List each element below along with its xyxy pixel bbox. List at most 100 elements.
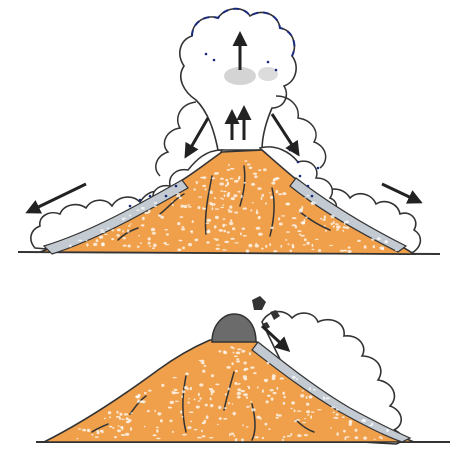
speckle <box>168 407 172 409</box>
speckle <box>198 197 202 198</box>
plume-dot <box>205 53 208 56</box>
speckle <box>219 183 224 186</box>
speckle <box>96 239 99 242</box>
speckle <box>229 205 232 208</box>
speckle <box>278 193 282 195</box>
speckle <box>280 245 282 248</box>
speckle <box>266 400 269 403</box>
speckle <box>246 426 249 427</box>
speckle <box>233 435 235 437</box>
speckle <box>242 228 246 230</box>
plume-dot <box>213 59 216 62</box>
speckle <box>229 222 233 225</box>
speckle <box>140 242 142 244</box>
speckle <box>223 224 227 225</box>
speckle <box>270 196 273 199</box>
speckle <box>215 208 219 209</box>
top-panel <box>18 9 440 254</box>
speckle <box>294 409 296 412</box>
speckle <box>275 417 279 419</box>
speckle <box>202 370 205 373</box>
speckle <box>119 417 121 420</box>
speckle <box>371 422 373 425</box>
speckle <box>230 346 233 348</box>
speckle <box>222 249 227 250</box>
speckle <box>342 230 344 232</box>
speckle <box>290 433 292 436</box>
speckle <box>201 430 203 432</box>
speckle <box>317 409 322 410</box>
speckle <box>238 383 240 384</box>
speckle <box>205 188 207 190</box>
speckle <box>312 244 314 247</box>
speckle <box>173 391 176 394</box>
speckle <box>197 437 202 439</box>
speckle <box>297 410 302 411</box>
speckle <box>249 352 251 355</box>
speckle <box>296 378 298 380</box>
speckle <box>136 210 140 211</box>
speckle <box>364 245 367 248</box>
speckle <box>130 427 132 430</box>
speckle <box>246 249 250 252</box>
plume-dot <box>165 195 168 198</box>
speckle <box>181 395 183 398</box>
left-outer-billows <box>156 102 196 176</box>
speckle <box>307 414 309 416</box>
speckle <box>233 194 237 197</box>
speckle <box>237 396 241 399</box>
speckle <box>187 426 191 429</box>
speckle <box>243 362 246 365</box>
speckle <box>173 377 177 378</box>
speckle <box>286 231 290 233</box>
speckle <box>287 243 289 245</box>
speckle <box>93 243 97 246</box>
plume-dot <box>289 149 292 152</box>
speckle <box>236 360 240 362</box>
speckle <box>87 429 91 432</box>
speckle <box>234 212 238 214</box>
speckle <box>292 224 297 226</box>
speckle <box>188 206 192 208</box>
speckle <box>231 197 235 200</box>
speckle <box>223 418 227 420</box>
speckle <box>216 244 220 245</box>
speckle <box>207 219 212 222</box>
speckle <box>297 434 301 437</box>
speckle <box>141 207 145 210</box>
speckle <box>224 241 229 243</box>
speckle <box>101 231 105 233</box>
speckle <box>228 402 230 404</box>
speckle <box>251 183 255 186</box>
crater-ash-right <box>258 67 278 81</box>
speckle <box>331 215 335 218</box>
speckle <box>86 240 88 241</box>
speckle <box>386 429 389 432</box>
speckle <box>169 420 172 423</box>
speckle <box>163 242 167 244</box>
speckle <box>335 223 339 225</box>
speckle <box>123 245 127 247</box>
speckle <box>148 390 152 392</box>
speckle <box>194 239 198 242</box>
speckle <box>230 238 234 240</box>
speckle <box>198 400 201 401</box>
speckle <box>119 413 122 416</box>
speckle <box>241 350 245 353</box>
speckle <box>109 416 111 418</box>
speckle <box>249 405 251 406</box>
speckle <box>193 188 196 190</box>
speckle <box>124 218 126 219</box>
speckle <box>269 192 271 194</box>
speckle <box>220 198 223 200</box>
speckle <box>260 418 262 420</box>
speckle <box>181 228 185 230</box>
speckle <box>156 438 161 440</box>
plume-dot <box>139 199 142 202</box>
speckle <box>257 386 259 389</box>
speckle <box>276 413 278 416</box>
speckle <box>279 223 283 226</box>
speckle <box>273 392 277 394</box>
speckle <box>237 348 242 350</box>
speckle <box>247 386 249 387</box>
